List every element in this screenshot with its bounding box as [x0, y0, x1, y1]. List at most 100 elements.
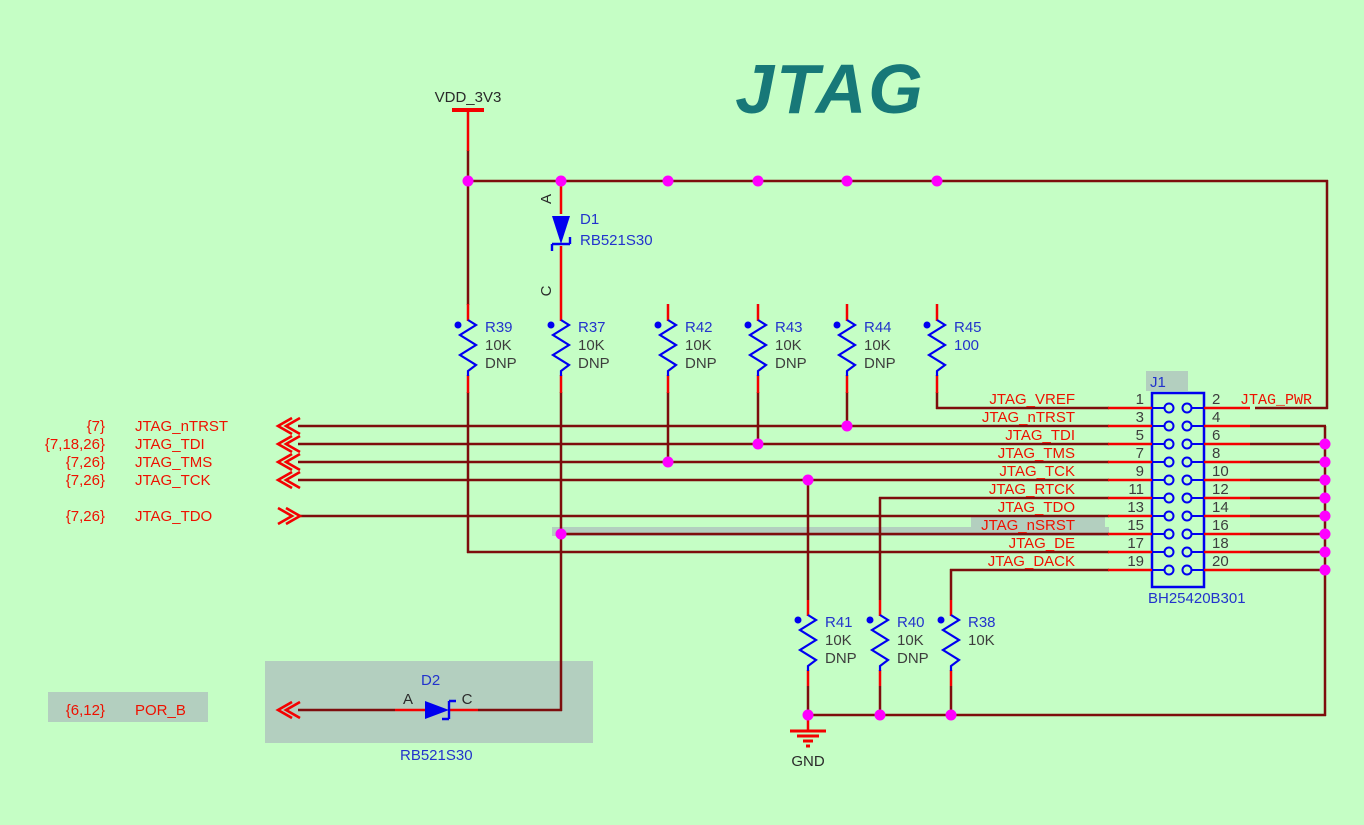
connector-net-label[interactable]: JTAG_VREF — [989, 391, 1075, 408]
d2-designator[interactable]: D2 — [421, 672, 440, 689]
connector-net-label[interactable]: JTAG_RTCK — [989, 481, 1075, 498]
port-sheet-refs[interactable]: {6,12} — [66, 702, 105, 719]
resistor-value[interactable]: 10K — [775, 337, 802, 354]
sheet-entry-chevron-icon[interactable] — [276, 434, 302, 454]
resistor-icon[interactable] — [793, 613, 818, 673]
resistor-icon[interactable] — [832, 318, 857, 378]
jtag-pwr-net-label[interactable]: JTAG_PWR — [1240, 392, 1312, 409]
resistor-note[interactable]: DNP — [485, 355, 517, 372]
connector-net-label[interactable]: JTAG_TDO — [998, 499, 1075, 516]
sheet-entry-5[interactable]: {6,12} POR_B — [66, 700, 302, 720]
resistor-designator[interactable]: R41 — [825, 614, 853, 631]
wires[interactable] — [298, 150, 1329, 717]
diode-d1-icon[interactable] — [550, 216, 572, 251]
resistor-note[interactable]: DNP — [897, 650, 929, 667]
resistor-designator[interactable]: R39 — [485, 319, 513, 336]
sheet-entries[interactable]: {7}JTAG_nTRST{7,18,26}JTAG_TDI{7,26}JTAG… — [45, 416, 302, 720]
sheet-entry-4[interactable]: {7,26} JTAG_TDO — [66, 506, 302, 526]
resistor-icon[interactable] — [922, 318, 947, 378]
diode-d2-icon[interactable] — [425, 699, 456, 721]
resistor-value[interactable]: 10K — [485, 337, 512, 354]
sheet-title[interactable]: JTAG — [735, 50, 925, 128]
j1-part-number[interactable]: BH25420B301 — [1148, 590, 1246, 607]
port-sheet-refs[interactable]: {7} — [87, 418, 105, 435]
port-net-name[interactable]: JTAG_TCK — [135, 472, 211, 489]
resistor-value[interactable]: 10K — [897, 632, 924, 649]
sheet-entry-chevron-icon[interactable] — [276, 452, 302, 472]
port-net-name[interactable]: JTAG_TDI — [135, 436, 205, 453]
connector-net-label[interactable]: JTAG_DACK — [988, 553, 1075, 570]
port-sheet-refs[interactable]: {7,18,26} — [45, 436, 105, 453]
resistor-designator[interactable]: R44 — [864, 319, 892, 336]
connector-j1-body[interactable] — [1150, 391, 1206, 589]
connector-net-label[interactable]: JTAG_nSRST — [981, 517, 1075, 534]
resistor-value[interactable]: 10K — [864, 337, 891, 354]
resistor-note[interactable]: DNP — [825, 650, 857, 667]
connector-net-label[interactable]: JTAG_nTRST — [982, 409, 1075, 426]
resistor-icon[interactable] — [453, 318, 478, 378]
sheet-entry-0[interactable]: {7} JTAG_nTRST — [87, 416, 302, 436]
resistor-designator[interactable]: R37 — [578, 319, 606, 336]
resistor-designator[interactable]: R45 — [954, 319, 982, 336]
resistor-value[interactable]: 10K — [685, 337, 712, 354]
resistor-note[interactable]: DNP — [685, 355, 717, 372]
sheet-entry-2[interactable]: {7,26}JTAG_TMS — [66, 452, 302, 472]
resistor-note[interactable]: DNP — [578, 355, 610, 372]
port-net-name[interactable]: JTAG_TMS — [135, 454, 212, 471]
resistor-value[interactable]: 10K — [825, 632, 852, 649]
sheet-entry-chevron-icon[interactable] — [276, 506, 302, 526]
sheet-entry-chevron-icon[interactable] — [276, 416, 302, 436]
resistor-designator[interactable]: R42 — [685, 319, 713, 336]
port-sheet-refs[interactable]: {7,26} — [66, 508, 105, 525]
sheet-entry-1[interactable]: {7,18,26} JTAG_TDI — [45, 434, 302, 454]
port-net-name[interactable]: JTAG_TDO — [135, 508, 212, 525]
resistor-value[interactable]: 100 — [954, 337, 979, 354]
pin-leads[interactable] — [395, 108, 953, 748]
vdd-net-label[interactable]: VDD_3V3 — [435, 89, 502, 106]
resistor-icon[interactable] — [865, 613, 890, 673]
connector-net-label[interactable]: JTAG_DE — [1009, 535, 1075, 552]
port-net-name[interactable]: JTAG_nTRST — [135, 418, 228, 435]
connector-net-label[interactable]: JTAG_TCK — [999, 463, 1075, 480]
resistor-designator[interactable]: R38 — [968, 614, 996, 631]
resistor-designator[interactable]: R43 — [775, 319, 803, 336]
sheet-entry-3[interactable]: {7,26} JTAG_TCK — [66, 470, 302, 490]
resistor-note[interactable]: DNP — [775, 355, 807, 372]
port-sheet-refs[interactable]: {7,26} — [66, 472, 105, 489]
gnd-net-label[interactable]: GND — [791, 753, 825, 770]
connector-net-label[interactable]: JTAG_TMS — [998, 445, 1075, 462]
component-symbols[interactable] — [425, 216, 1206, 721]
j1-designator[interactable]: J1 — [1150, 374, 1166, 391]
d2-part-number[interactable]: RB521S30 — [400, 747, 473, 764]
sheet-entry-chevron-icon[interactable] — [276, 470, 302, 490]
resistor-icon[interactable] — [546, 318, 571, 378]
resistor-note[interactable]: DNP — [864, 355, 896, 372]
resistor-designator[interactable]: R40 — [897, 614, 925, 631]
resistor-value[interactable]: 10K — [968, 632, 995, 649]
resistor-value[interactable]: 10K — [578, 337, 605, 354]
resistors[interactable]: R3910KDNPR3710KDNPR4210KDNPR4310KDNPR441… — [453, 318, 996, 673]
resistor-icon[interactable] — [653, 318, 678, 378]
resistor-icon[interactable] — [936, 613, 961, 673]
d1-designator[interactable]: D1 — [580, 211, 599, 228]
resistor-icon[interactable] — [743, 318, 768, 378]
port-net-name[interactable]: POR_B — [135, 702, 186, 719]
